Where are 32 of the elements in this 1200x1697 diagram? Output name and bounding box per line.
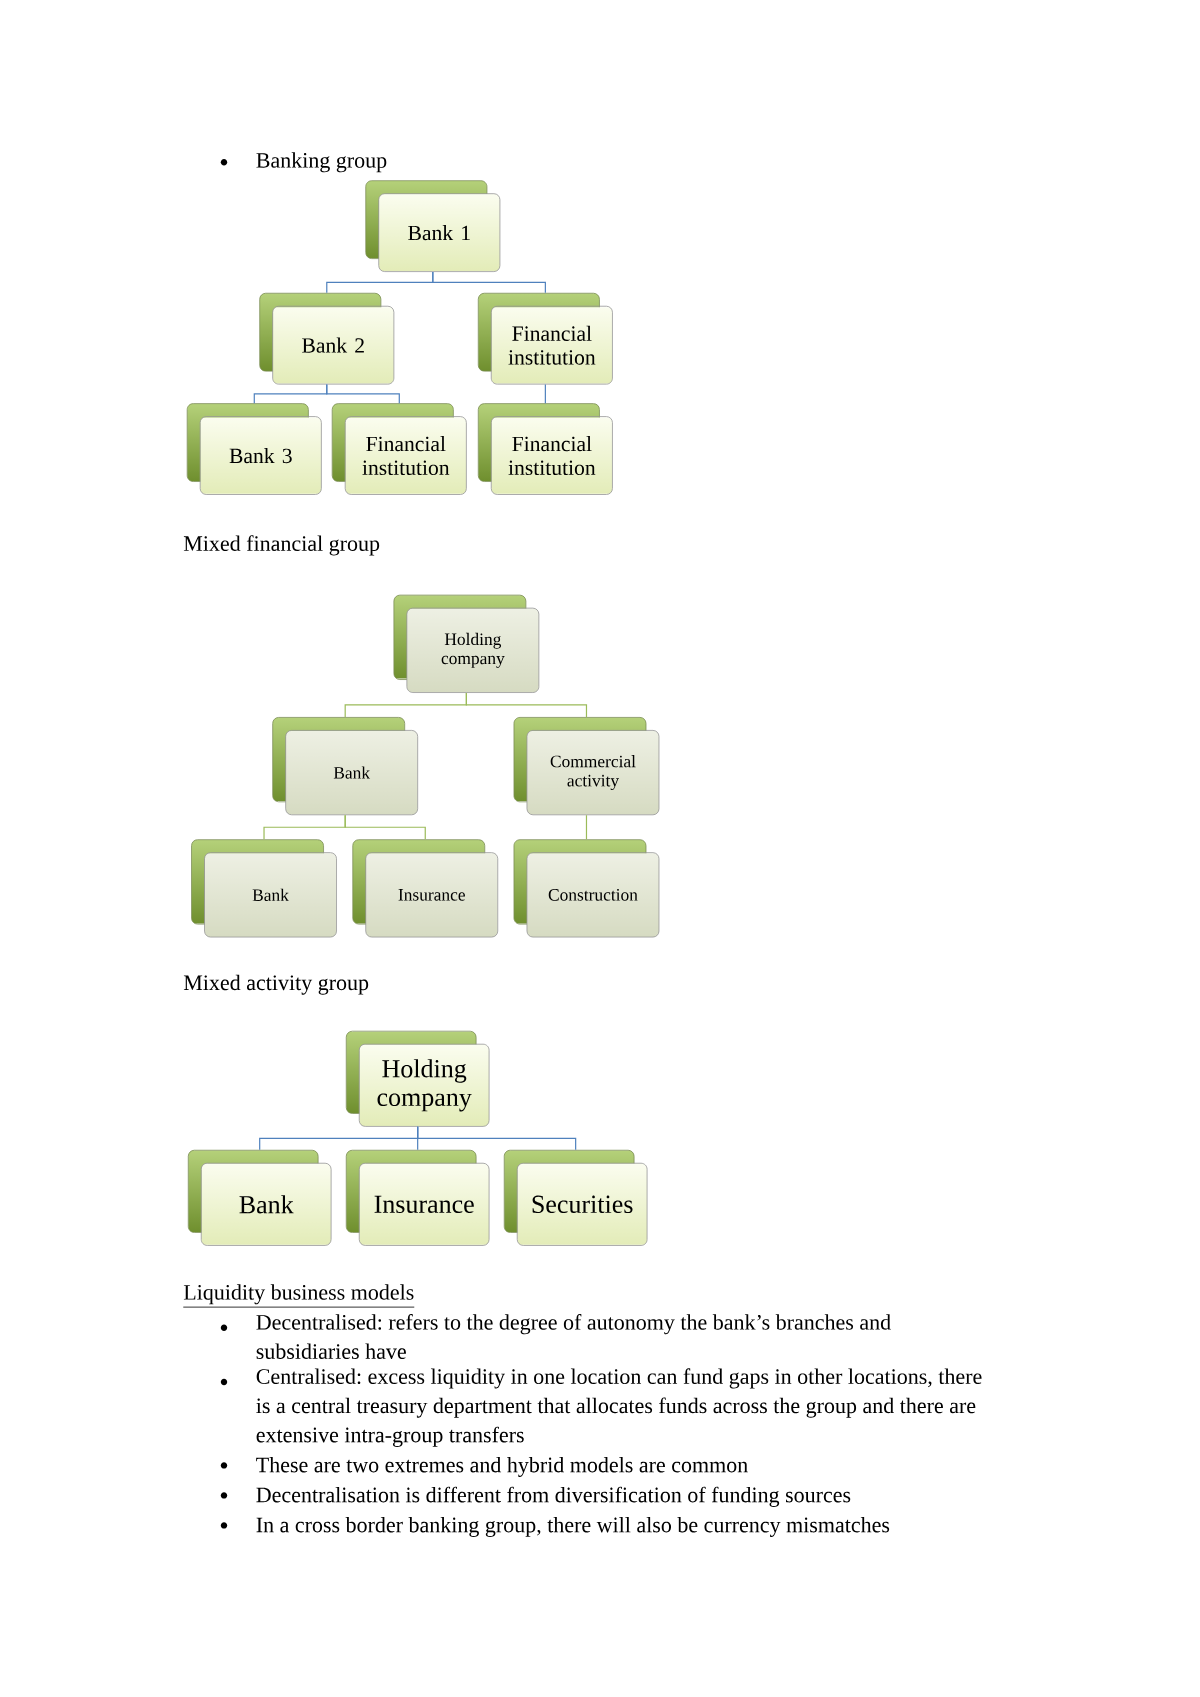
org-box: Commercial activity [513, 717, 660, 816]
bullet-text: In a cross border banking group, there will also be currency mismatches [256, 1516, 890, 1537]
org-box: Financial institution [477, 292, 613, 385]
connector-line [344, 814, 426, 840]
org-box: Holding company [345, 1030, 490, 1127]
heading: Banking group [256, 152, 387, 173]
org-box: Bank 1 [365, 180, 501, 272]
bullet-text: Decentralised: refers to the degree of autonomy the bank’s branches and subsidiaries have [256, 1314, 891, 1359]
bullet-text: Decentralisation is different from diversification of funding sources [256, 1486, 851, 1507]
org-box: Bank 3 [186, 403, 322, 495]
connector-line [326, 383, 400, 404]
heading: Liquidity business models [182, 1284, 415, 1308]
org-box: Financial institution [331, 403, 467, 495]
org-box: Bank [191, 839, 337, 938]
org-box: Bank [272, 717, 419, 816]
connector-line [465, 692, 588, 718]
bullet-text: Centralised: excess liquidity in one location can fund gaps in other locations, there is a central treasury department that allocates funds across the group and there are extensive intra-group transfers [256, 1368, 982, 1447]
org-box: Bank [187, 1149, 332, 1246]
org-box: Holding company [393, 594, 540, 693]
org-box: Bank 2 [259, 292, 395, 385]
bullet-text: These are two extremes and hybrid models are common [256, 1456, 748, 1477]
connector-line [585, 814, 588, 840]
heading: Mixed financial group [183, 535, 380, 556]
connector-line [432, 271, 546, 294]
connector-line [417, 1126, 577, 1151]
org-box: Insurance [345, 1149, 490, 1246]
heading: Mixed activity group [183, 974, 369, 995]
org-box: Insurance [352, 839, 499, 938]
org-box: Construction [513, 839, 660, 938]
org-box: Financial institution [477, 403, 613, 495]
connector-line [544, 383, 546, 404]
org-box: Securities [503, 1149, 648, 1246]
